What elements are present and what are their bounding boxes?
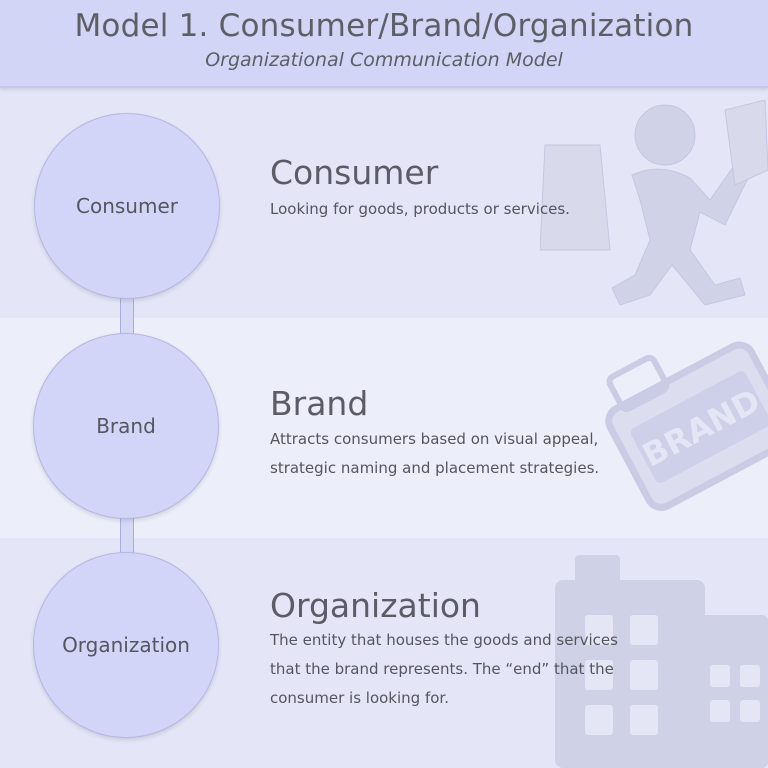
brand-description-line: Attracts consumers based on visual appea… <box>270 430 599 448</box>
organization-description-line: that the brand represents. The “end” tha… <box>270 660 614 678</box>
consumer-node: Consumer <box>34 113 220 299</box>
organization-node: Organization <box>33 552 219 738</box>
organization-description: The entity that houses the goods and ser… <box>270 626 710 713</box>
brand-node: Brand <box>33 333 219 519</box>
shopper-icon <box>540 100 768 306</box>
consumer-description: Looking for goods, products or services. <box>270 195 710 224</box>
consumer-description-line: Looking for goods, products or services. <box>270 200 570 218</box>
organization-description-line: consumer is looking for. <box>270 689 449 707</box>
page-title: Model 1. Consumer/Brand/Organization <box>74 8 694 44</box>
header: Model 1. Consumer/Brand/Organization Org… <box>0 0 768 88</box>
organization-heading: Organization <box>270 586 481 625</box>
brand-tag-icon: BRAND <box>605 341 768 511</box>
brand-heading: Brand <box>270 384 369 423</box>
connector-brand-organization <box>120 515 134 557</box>
connector-consumer-brand <box>120 296 134 338</box>
consumer-heading: Consumer <box>270 153 439 192</box>
organization-description-line: The entity that houses the goods and ser… <box>270 631 618 649</box>
page-subtitle: Organizational Communication Model <box>205 49 563 71</box>
building-icon <box>555 555 768 768</box>
brand-description-line: strategic naming and placement strategie… <box>270 459 600 477</box>
brand-description: Attracts consumers based on visual appea… <box>270 425 710 483</box>
